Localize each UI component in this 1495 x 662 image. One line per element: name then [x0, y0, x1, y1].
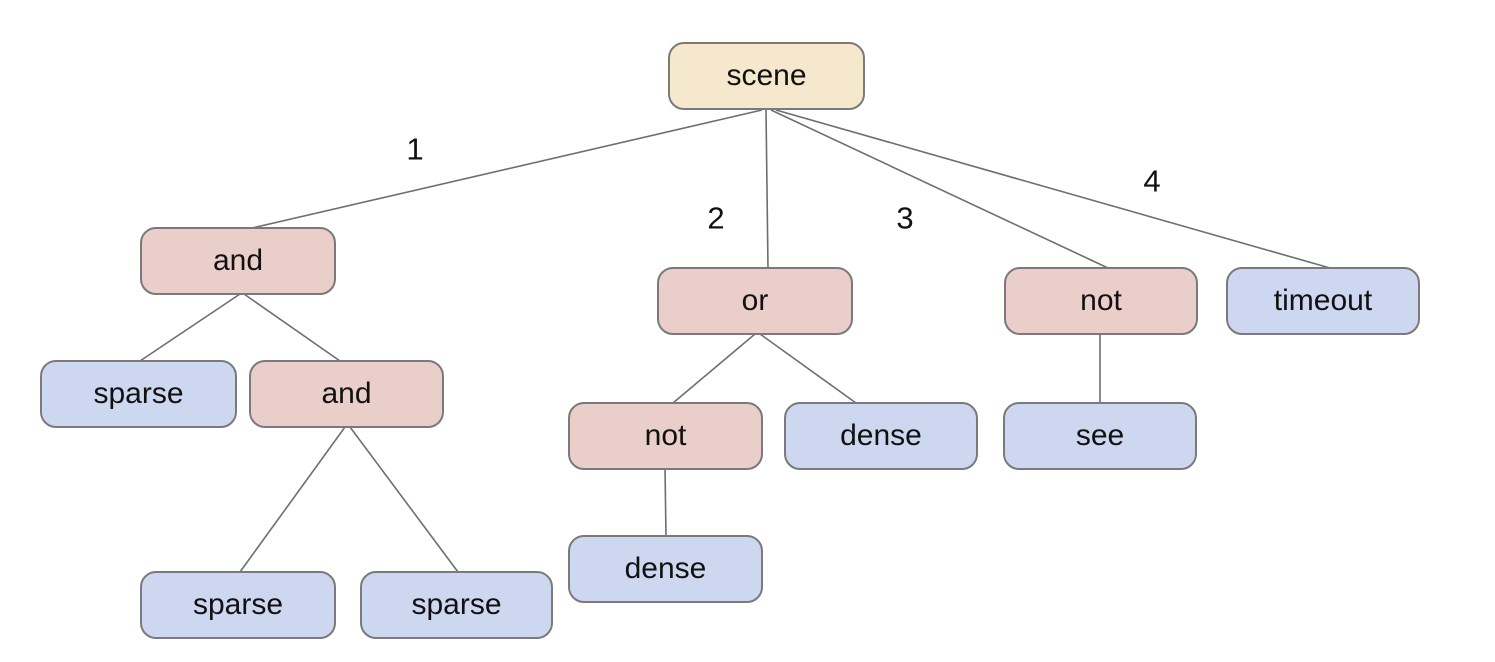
edge-label-3: 3	[896, 200, 914, 236]
node-dense-2: dense	[568, 535, 763, 603]
edge-label-2: 2	[707, 200, 725, 236]
edge-and2-sparse	[239, 426, 346, 573]
edge-scene-not	[770, 109, 1109, 269]
node-sparse-3: sparse	[360, 571, 553, 639]
node-not-1: not	[1004, 267, 1198, 335]
edge-scene-timeout	[775, 109, 1331, 269]
edge-label-1: 1	[406, 131, 424, 167]
edge-not-dense	[664, 467, 667, 537]
node-sparse-1: sparse	[40, 360, 237, 428]
node-see-1: see	[1003, 402, 1197, 470]
edge-and-sparse	[139, 293, 241, 362]
node-sparse-2: sparse	[140, 571, 336, 639]
node-dense-1: dense	[784, 402, 978, 470]
node-scene: scene	[668, 42, 865, 110]
edge-and-and	[243, 293, 341, 362]
edge-or-not	[672, 333, 756, 404]
edge-scene-and	[251, 109, 763, 229]
edge-label-4: 4	[1143, 163, 1161, 199]
edge-and2-sparse2	[349, 426, 459, 573]
node-not-2: not	[568, 402, 763, 470]
node-or-1: or	[657, 267, 853, 335]
edge-scene-or	[765, 109, 769, 269]
node-and-1: and	[140, 227, 336, 295]
node-timeout-1: timeout	[1226, 267, 1420, 335]
edge-or-dense	[759, 333, 857, 404]
node-and-2: and	[249, 360, 444, 428]
